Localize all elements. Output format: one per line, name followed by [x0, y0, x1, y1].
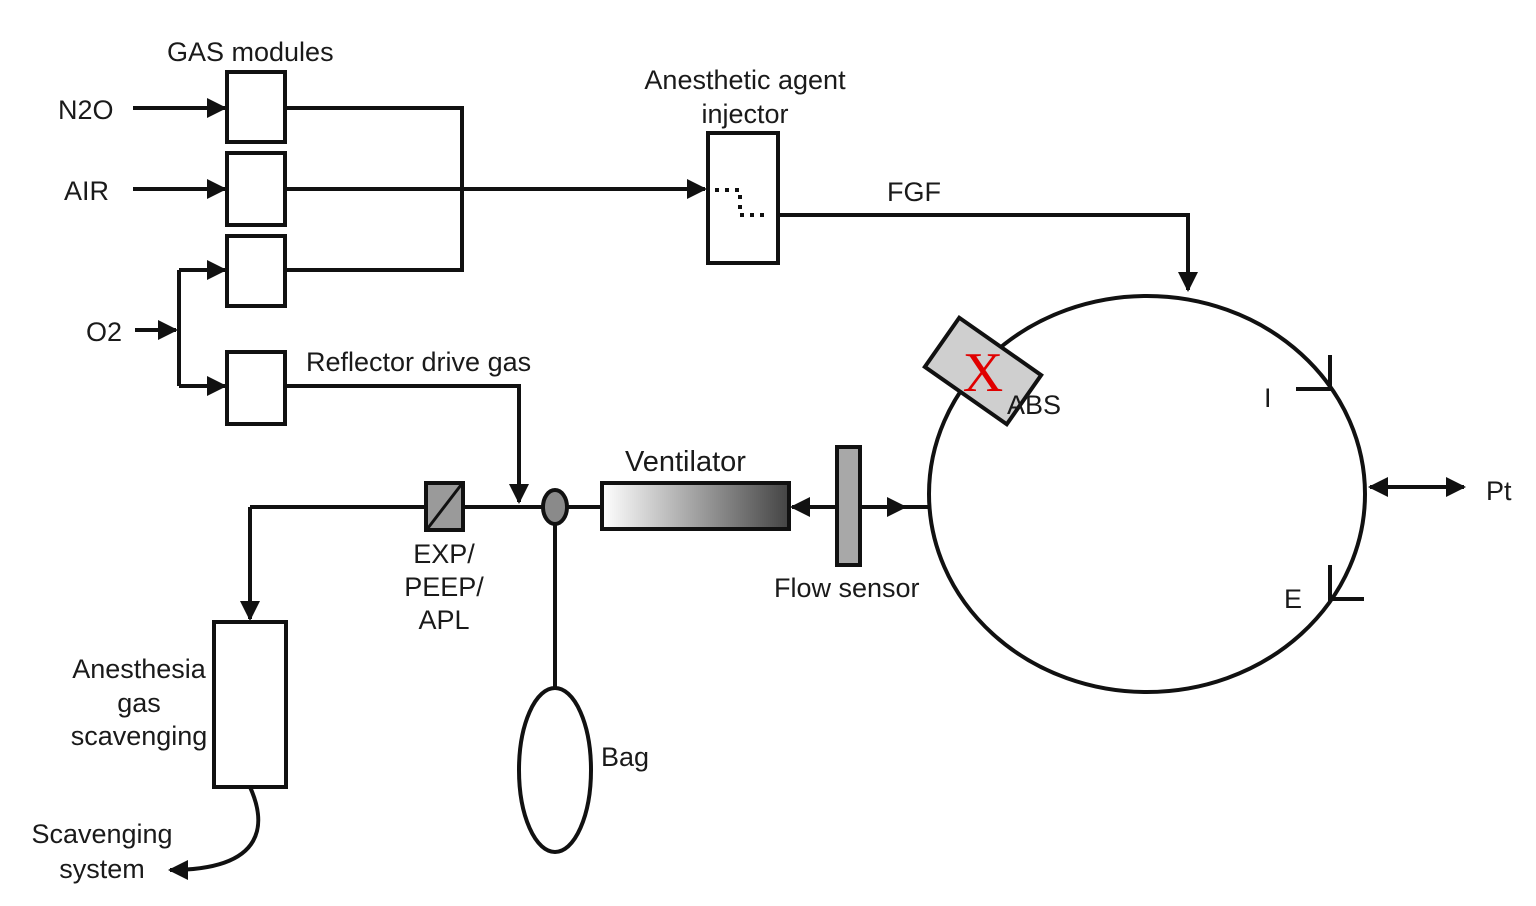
scavenging-label-line3: scavenging	[71, 721, 208, 751]
gas-modules-label: GAS modules	[167, 37, 334, 67]
flow-sensor-label: Flow sensor	[774, 573, 920, 603]
reflector-drive-gas-label: Reflector drive gas	[306, 347, 531, 377]
exp-label-line3: APL	[418, 605, 469, 635]
abs-canister-group	[922, 314, 1044, 428]
n2o-module	[225, 70, 287, 144]
fgf-line	[778, 213, 1198, 292]
abs-canister	[922, 314, 1044, 428]
expiratory-valve	[1328, 565, 1364, 601]
flow-sensor	[835, 445, 862, 567]
bag-junction	[541, 488, 569, 526]
breathing-bag	[517, 686, 593, 854]
ventilator-label: Ventilator	[625, 446, 746, 478]
anesthetic-agent-injector	[706, 131, 780, 265]
abs-label: ABS	[1007, 390, 1061, 420]
system-label-line1: Scavenging	[31, 819, 172, 849]
ventilator	[600, 481, 791, 531]
o2-label: O2	[86, 317, 122, 347]
patient-label: Pt	[1486, 476, 1512, 506]
valve-diagonal	[426, 484, 463, 529]
abs-disabled-marker: X	[963, 342, 1003, 404]
n2o-label: N2O	[58, 95, 114, 125]
o2-module	[225, 234, 287, 308]
injector-label-line2: injector	[701, 99, 788, 129]
reflector-drive-line	[285, 384, 529, 504]
injector-internal-path	[715, 188, 770, 217]
drive-gas-module	[225, 350, 287, 426]
injector-label-line1: Anesthetic agent	[644, 65, 846, 95]
scavenging-label-line2: gas	[117, 688, 161, 718]
valve-i-label: I	[1264, 383, 1272, 413]
inspiratory-valve	[1296, 355, 1332, 391]
breathing-circuit	[927, 294, 1367, 694]
fgf-label: FGF	[887, 177, 941, 207]
air-label: AIR	[64, 176, 109, 206]
scavenging-unit	[212, 620, 288, 789]
bag-label: Bag	[601, 742, 649, 772]
scavenging-label-line1: Anesthesia	[72, 654, 207, 684]
exp-label-line1: EXP/	[413, 539, 475, 569]
air-module	[225, 151, 287, 227]
system-label-line2: system	[59, 854, 145, 884]
valve-e-label: E	[1284, 584, 1302, 614]
exp-label-line2: PEEP/	[404, 572, 484, 602]
scavenging-outlet	[168, 786, 261, 880]
